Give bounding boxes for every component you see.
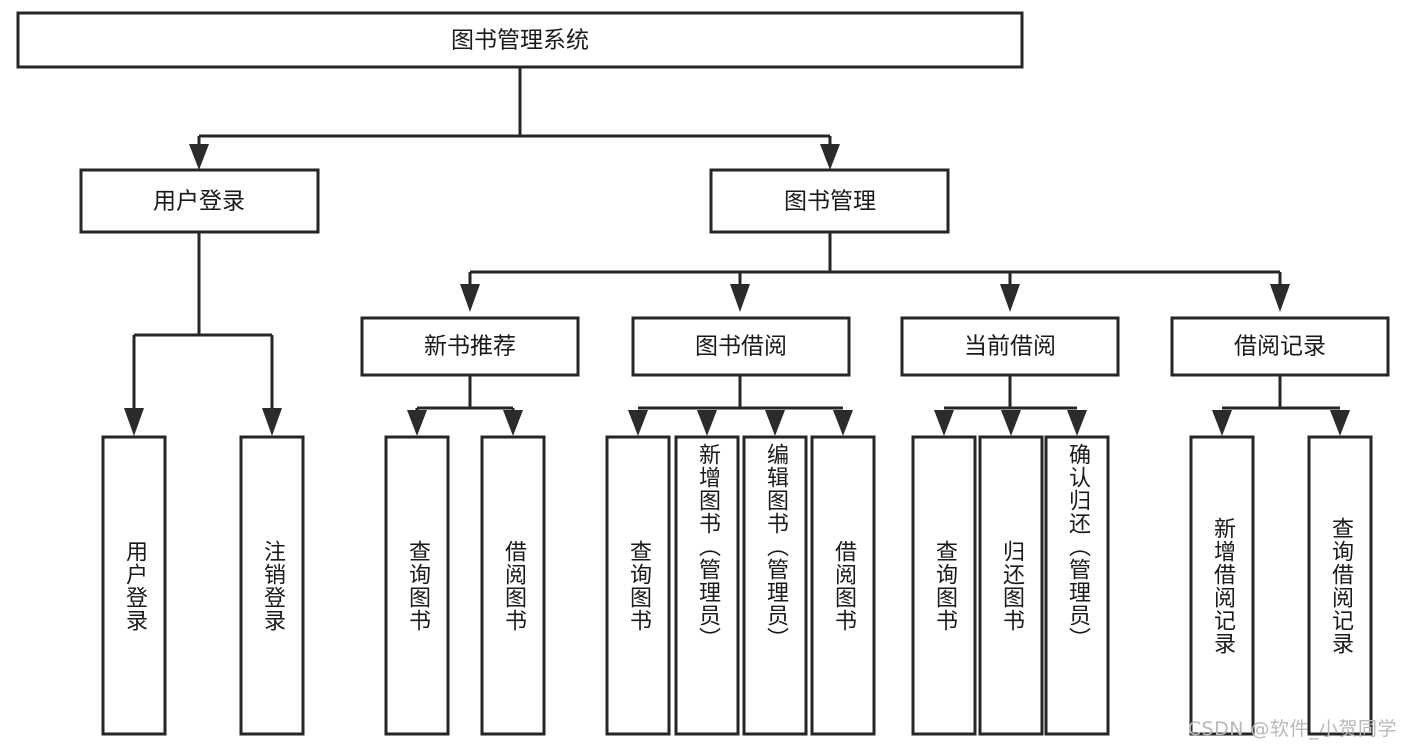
arrow-head-leaf-logout (262, 408, 282, 436)
node-box-leaf-borrow-book-a[interactable] (480, 435, 546, 736)
arrow-head-query-book-c (934, 410, 954, 436)
node-box-leaf-confirm-return-admin[interactable] (1044, 435, 1110, 736)
arrow-head-book-borrow (730, 284, 750, 312)
node-box-user-login[interactable] (79, 168, 320, 234)
connector-group-book-borrow (628, 375, 853, 436)
node-box-leaf-add-record[interactable] (1189, 435, 1255, 736)
node-box-leaf-edit-book-admin[interactable] (742, 435, 808, 736)
node-box-leaf-user-login[interactable] (101, 435, 167, 736)
node-label-user-login: 用户登录 (153, 189, 245, 215)
arrow-head-return-book (1001, 410, 1021, 436)
node-box-borrow-record[interactable] (1170, 316, 1390, 377)
arrow-head-edit-book-admin (765, 410, 785, 436)
connector-group-new-book-rec (407, 375, 523, 436)
arrow-head-borrow-record (1270, 284, 1290, 312)
arrow-head-query-book-b (628, 410, 648, 436)
node-label-book-borrow: 图书借阅 (695, 334, 787, 360)
arrow-head-add-record (1212, 410, 1232, 436)
arrow-head-leaf-user-login (124, 408, 144, 436)
node-box-new-book-rec[interactable] (360, 316, 580, 377)
connector-group-user-login (124, 232, 282, 436)
arrow-head-query-record (1330, 410, 1350, 436)
node-box-leaf-query-book-c[interactable] (911, 435, 977, 736)
arrow-head-borrow-book-b (833, 410, 853, 436)
node-box-root[interactable] (16, 11, 1024, 69)
connector-group-book-mgmt (460, 232, 1290, 312)
node-box-book-borrow[interactable] (631, 316, 851, 377)
node-box-leaf-add-book-admin[interactable] (674, 435, 740, 736)
node-box-leaf-logout[interactable] (239, 435, 305, 736)
node-box-leaf-query-book-a[interactable] (384, 435, 450, 736)
arrow-head-user-login (189, 144, 209, 170)
node-box-leaf-return-book[interactable] (978, 435, 1044, 736)
node-label-book-mgmt: 图书管理 (784, 189, 876, 215)
node-label-root: 图书管理系统 (451, 28, 589, 54)
node-label-current-borrow: 当前借阅 (964, 334, 1056, 360)
node-box-book-mgmt[interactable] (709, 168, 950, 234)
arrow-head-borrow-book-a (503, 410, 523, 436)
arrow-head-current-borrow (1000, 284, 1020, 312)
arrow-head-confirm-return-admin (1067, 410, 1087, 436)
connector-group-root (189, 67, 840, 170)
arrow-head-new-book-rec (460, 284, 480, 312)
connector-group-current-borrow (934, 375, 1087, 436)
node-box-leaf-query-book-b[interactable] (605, 435, 671, 736)
arrow-head-add-book-admin (697, 410, 717, 436)
node-label-borrow-record: 借阅记录 (1234, 334, 1326, 360)
connector-group-borrow-record (1212, 375, 1350, 436)
arrow-head-book-mgmt (820, 144, 840, 170)
node-box-leaf-query-record[interactable] (1307, 435, 1373, 736)
arrow-head-query-book-a (407, 410, 427, 436)
node-label-new-book-rec: 新书推荐 (424, 334, 516, 360)
csdn-watermark: CSDN @软件_小贺同学 (1187, 718, 1397, 740)
node-box-leaf-borrow-book-b[interactable] (810, 435, 876, 736)
node-box-current-borrow[interactable] (900, 316, 1120, 377)
